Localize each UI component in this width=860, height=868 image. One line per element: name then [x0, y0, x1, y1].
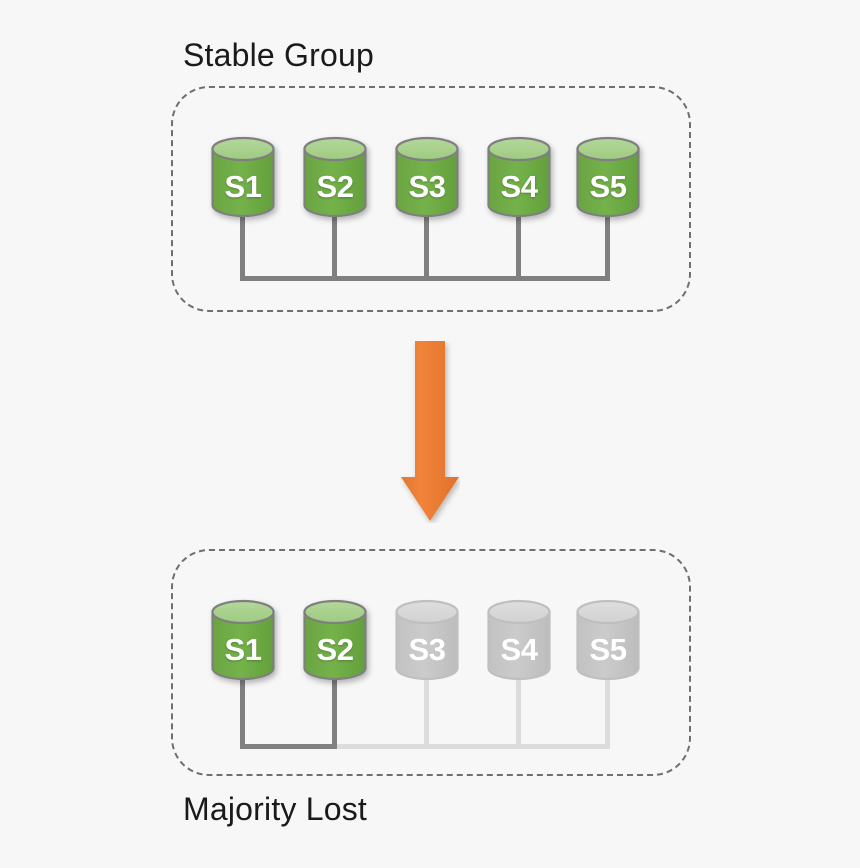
node-stable-s2[interactable]: S2: [302, 136, 368, 218]
database-cylinder-icon: [303, 599, 367, 681]
majority-lost-stub-s2: [332, 678, 337, 749]
node-stable-s4[interactable]: S4: [486, 136, 552, 218]
node-majority-lost-s5[interactable]: S5: [575, 599, 641, 681]
database-cylinder-icon: [303, 136, 367, 218]
majority-lost-stub-s3: [424, 678, 429, 749]
database-cylinder-icon: [395, 136, 459, 218]
majority-lost-bus-line-inactive: [332, 744, 610, 749]
majority-lost-stub-s5: [605, 678, 610, 749]
database-cylinder-icon: [576, 136, 640, 218]
stable-group-boundary: [171, 86, 691, 312]
node-stable-s1[interactable]: S1: [210, 136, 276, 218]
database-cylinder-icon: [576, 599, 640, 681]
database-cylinder-icon: [487, 599, 551, 681]
stable-group-stub-s2: [332, 215, 337, 281]
stable-group-stub-s4: [516, 215, 521, 281]
stable-group-stub-s5: [605, 215, 610, 281]
database-cylinder-icon: [211, 599, 275, 681]
stable-group-stub-s1: [240, 215, 245, 281]
majority-lost-stub-s4: [516, 678, 521, 749]
node-majority-lost-s4[interactable]: S4: [486, 599, 552, 681]
majority-lost-caption: Majority Lost: [183, 791, 367, 827]
node-majority-lost-s3[interactable]: S3: [394, 599, 460, 681]
database-cylinder-icon: [211, 136, 275, 218]
node-stable-s5[interactable]: S5: [575, 136, 641, 218]
majority-lost-bus-line-active: [240, 744, 337, 749]
database-cylinder-icon: [395, 599, 459, 681]
database-cylinder-icon: [487, 136, 551, 218]
stable-group-stub-s3: [424, 215, 429, 281]
node-stable-s3[interactable]: S3: [394, 136, 460, 218]
downward-transition-arrow: [401, 341, 459, 521]
stable-group-caption: Stable Group: [183, 37, 374, 73]
majority-lost-stub-s1: [240, 678, 245, 749]
node-majority-lost-s1[interactable]: S1: [210, 599, 276, 681]
node-majority-lost-s2[interactable]: S2: [302, 599, 368, 681]
majority-lost-group-boundary: [171, 549, 691, 776]
